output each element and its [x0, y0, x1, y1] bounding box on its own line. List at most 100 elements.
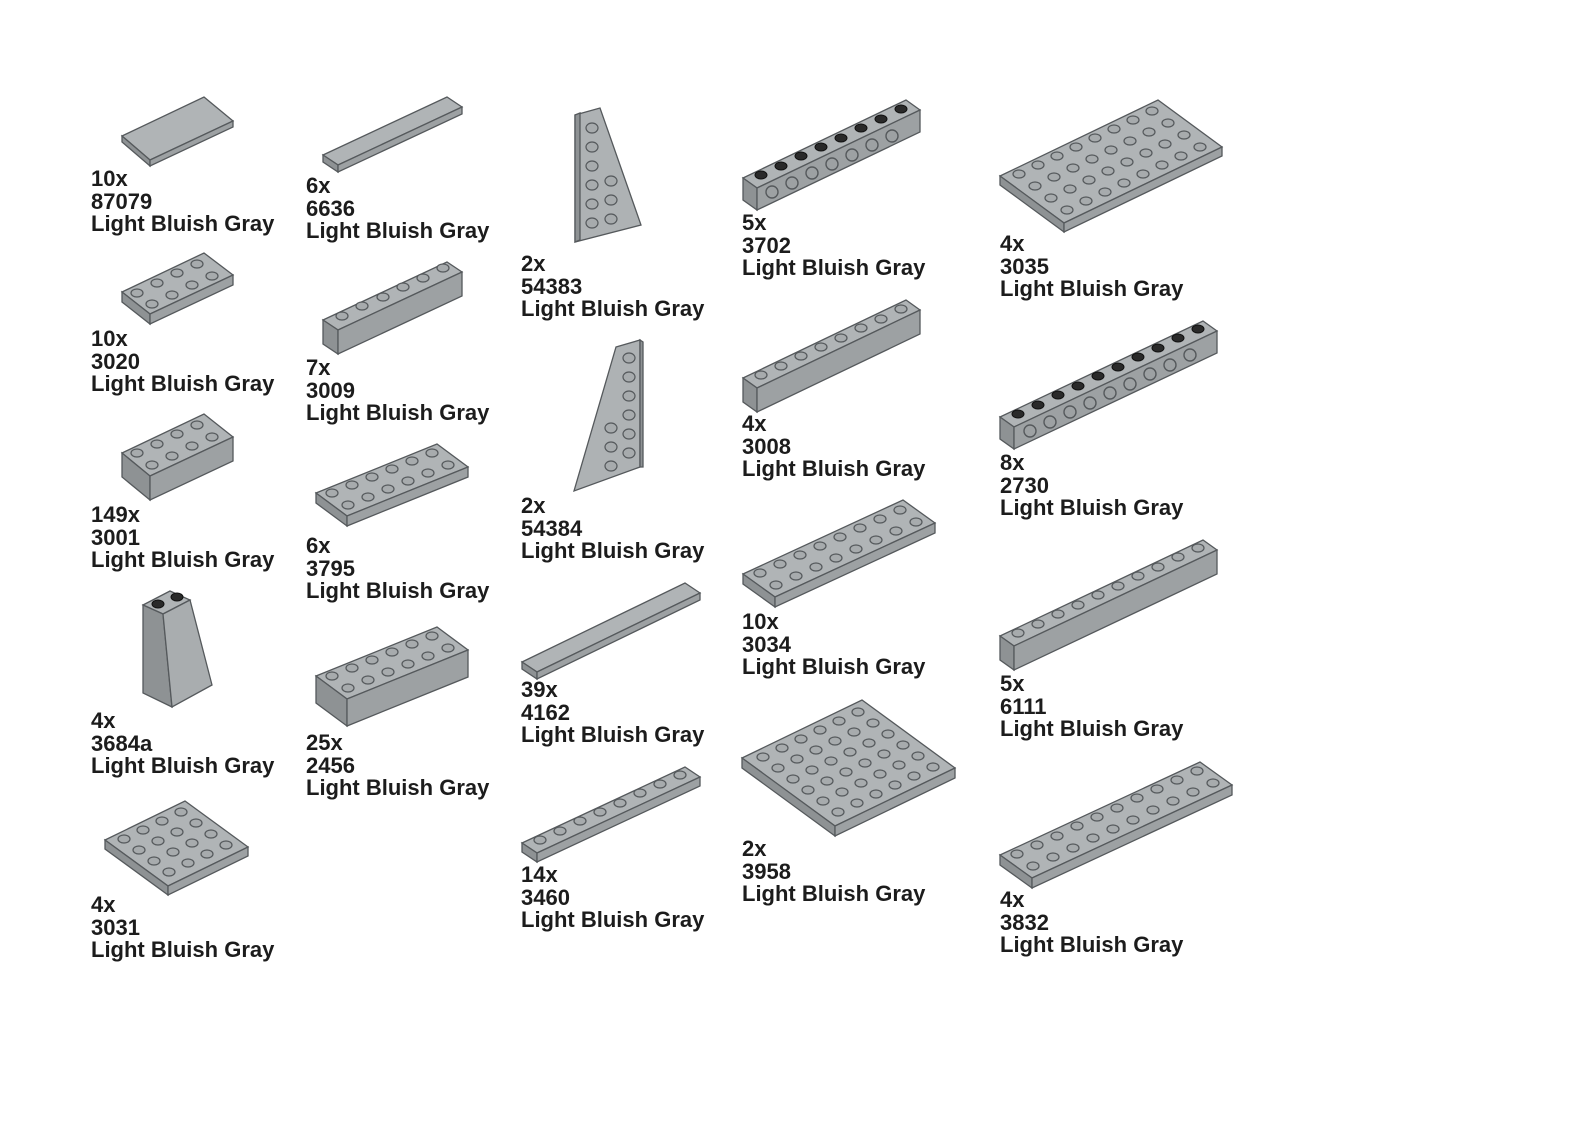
- part-color: Light Bluish Gray: [521, 907, 705, 932]
- part-color: Light Bluish Gray: [91, 371, 275, 396]
- part-quantity: 10x: [91, 166, 128, 191]
- part-quantity: 4x: [742, 411, 767, 436]
- part-color: Light Bluish Gray: [91, 937, 275, 962]
- tile-2x4-icon: [120, 96, 235, 168]
- part-color: Light Bluish Gray: [1000, 495, 1184, 520]
- plate-6x6-icon: [740, 699, 957, 838]
- part-color: Light Bluish Gray: [91, 547, 275, 572]
- part-label: 25x 2456 Light Bluish Gray: [306, 730, 490, 800]
- part-number: 4162: [521, 699, 570, 725]
- part-number: 6111: [1000, 693, 1047, 719]
- part-label: 149x 3001 Light Bluish Gray: [91, 502, 275, 572]
- part-color: Light Bluish Gray: [306, 400, 490, 425]
- wedge-plate-left-icon: [573, 338, 644, 493]
- part-number: 3684a: [91, 730, 153, 756]
- brick-1x10-icon: [998, 539, 1219, 672]
- part-label: 2x 3958 Light Bluish Gray: [742, 836, 926, 906]
- part-number: 3460: [521, 884, 570, 910]
- part-label: 7x 3009 Light Bluish Gray: [306, 355, 490, 425]
- part-quantity: 25x: [306, 730, 343, 755]
- part-label: 2x 54384 Light Bluish Gray: [521, 493, 705, 563]
- part-label: 4x 3684a Light Bluish Gray: [91, 709, 275, 778]
- part-label: 6x 6636 Light Bluish Gray: [306, 173, 490, 243]
- part-quantity: 10x: [91, 326, 128, 351]
- part-quantity: 4x: [91, 892, 116, 917]
- part-color: Light Bluish Gray: [1000, 276, 1184, 301]
- part-number: 3795: [306, 555, 355, 581]
- plate-4x8-icon: [998, 99, 1224, 234]
- part-number: 3008: [742, 433, 791, 459]
- part-number: 3035: [1000, 253, 1049, 279]
- plate-2x6-icon: [314, 443, 470, 528]
- part-number: 3702: [742, 232, 791, 258]
- part-color: Light Bluish Gray: [742, 654, 926, 679]
- part-color: Light Bluish Gray: [306, 218, 490, 243]
- part-quantity: 8x: [1000, 450, 1025, 475]
- part-number: 3958: [742, 858, 791, 884]
- part-quantity: 5x: [1000, 671, 1025, 696]
- part-number: 6636: [306, 195, 355, 221]
- part-quantity: 10x: [742, 609, 779, 634]
- part-quantity: 4x: [1000, 887, 1025, 912]
- part-label: 10x 87079 Light Bluish Gray: [91, 166, 275, 236]
- part-label: 4x 3031 Light Bluish Gray: [91, 892, 275, 962]
- plate-2x10-icon: [998, 761, 1234, 890]
- part-label: 4x 3035 Light Bluish Gray: [1000, 231, 1184, 301]
- part-number: 3020: [91, 348, 140, 374]
- brick-1x8-icon: [741, 299, 922, 414]
- part-quantity: 2x: [521, 251, 546, 276]
- tile-1x6-icon: [321, 96, 464, 174]
- part-quantity: 6x: [306, 173, 331, 198]
- plate-2x4-icon: [120, 252, 235, 326]
- part-label: 5x 6111 Light Bluish Gray: [1000, 671, 1184, 741]
- part-number: 2730: [1000, 472, 1049, 498]
- part-number: 3009: [306, 377, 355, 403]
- part-color: Light Bluish Gray: [742, 456, 926, 481]
- part-number: 54384: [521, 515, 583, 541]
- part-number: 3031: [91, 914, 140, 940]
- part-color: Light Bluish Gray: [742, 881, 926, 906]
- part-quantity: 2x: [521, 493, 546, 518]
- part-label: 5x 3702 Light Bluish Gray: [742, 210, 926, 280]
- part-label: 8x 2730 Light Bluish Gray: [1000, 450, 1184, 520]
- part-number: 54383: [521, 273, 583, 299]
- part-color: Light Bluish Gray: [742, 255, 926, 280]
- part-color: Light Bluish Gray: [306, 775, 490, 800]
- part-quantity: 14x: [521, 862, 558, 887]
- part-color: Light Bluish Gray: [1000, 716, 1184, 741]
- brick-1x6-icon: [321, 261, 464, 356]
- brick-2x4-icon: [120, 413, 235, 502]
- technic-brick-1x8-icon: [741, 99, 922, 212]
- part-number: 3832: [1000, 909, 1049, 935]
- part-color: Light Bluish Gray: [91, 753, 275, 778]
- part-color: Light Bluish Gray: [91, 211, 275, 236]
- part-quantity: 6x: [306, 533, 331, 558]
- wedge-plate-right-icon: [574, 107, 642, 243]
- part-number: 3034: [742, 631, 791, 657]
- part-quantity: 149x: [91, 502, 140, 527]
- part-quantity: 4x: [1000, 231, 1025, 256]
- part-quantity: 2x: [742, 836, 767, 861]
- plate-1x8-icon: [520, 766, 702, 864]
- part-color: Light Bluish Gray: [521, 722, 705, 747]
- part-quantity: 39x: [521, 677, 558, 702]
- part-number: 3001: [91, 524, 140, 550]
- part-label: 2x 54383 Light Bluish Gray: [521, 251, 704, 321]
- part-label: 4x 3008 Light Bluish Gray: [742, 411, 926, 481]
- slope-2x2x3-icon: [141, 590, 213, 709]
- part-number: 2456: [306, 752, 355, 778]
- part-number: 87079: [91, 188, 153, 214]
- part-label: 14x 3460 Light Bluish Gray: [521, 862, 705, 932]
- tile-1x8-icon: [520, 582, 702, 681]
- part-color: Light Bluish Gray: [306, 578, 490, 603]
- part-label: 10x 3020 Light Bluish Gray: [91, 326, 275, 396]
- brick-2x6-icon: [314, 626, 470, 728]
- part-quantity: 5x: [742, 210, 767, 235]
- part-color: Light Bluish Gray: [1000, 932, 1184, 957]
- technic-brick-1x10-icon: [998, 320, 1219, 451]
- plate-2x8-icon: [741, 499, 937, 609]
- part-label: 4x 3832 Light Bluish Gray: [1000, 887, 1184, 957]
- part-label: 10x 3034 Light Bluish Gray: [742, 609, 926, 679]
- part-quantity: 7x: [306, 355, 331, 380]
- part-color: Light Bluish Gray: [521, 538, 705, 563]
